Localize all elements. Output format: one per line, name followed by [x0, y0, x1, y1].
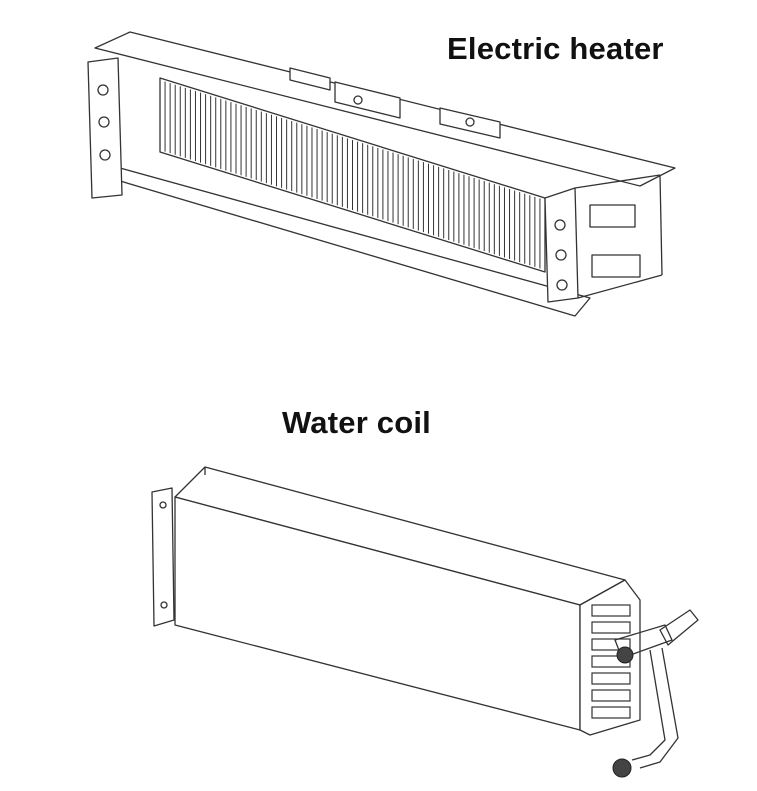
- coil-flange: [151, 487, 175, 627]
- pipe-fitting-icon: [612, 758, 632, 778]
- electric-heater-drawing: [87, 31, 676, 317]
- water-coil-label: Water coil: [282, 405, 431, 440]
- pipe-fitting-icon: [616, 646, 634, 664]
- heater-left-bracket: [87, 57, 123, 199]
- coil-header: [579, 579, 641, 736]
- heater-fins: [159, 80, 546, 270]
- water-coil-drawing: [151, 466, 699, 778]
- heater-right-bracket: [544, 187, 579, 303]
- electric-heater-label: Electric heater: [447, 31, 664, 66]
